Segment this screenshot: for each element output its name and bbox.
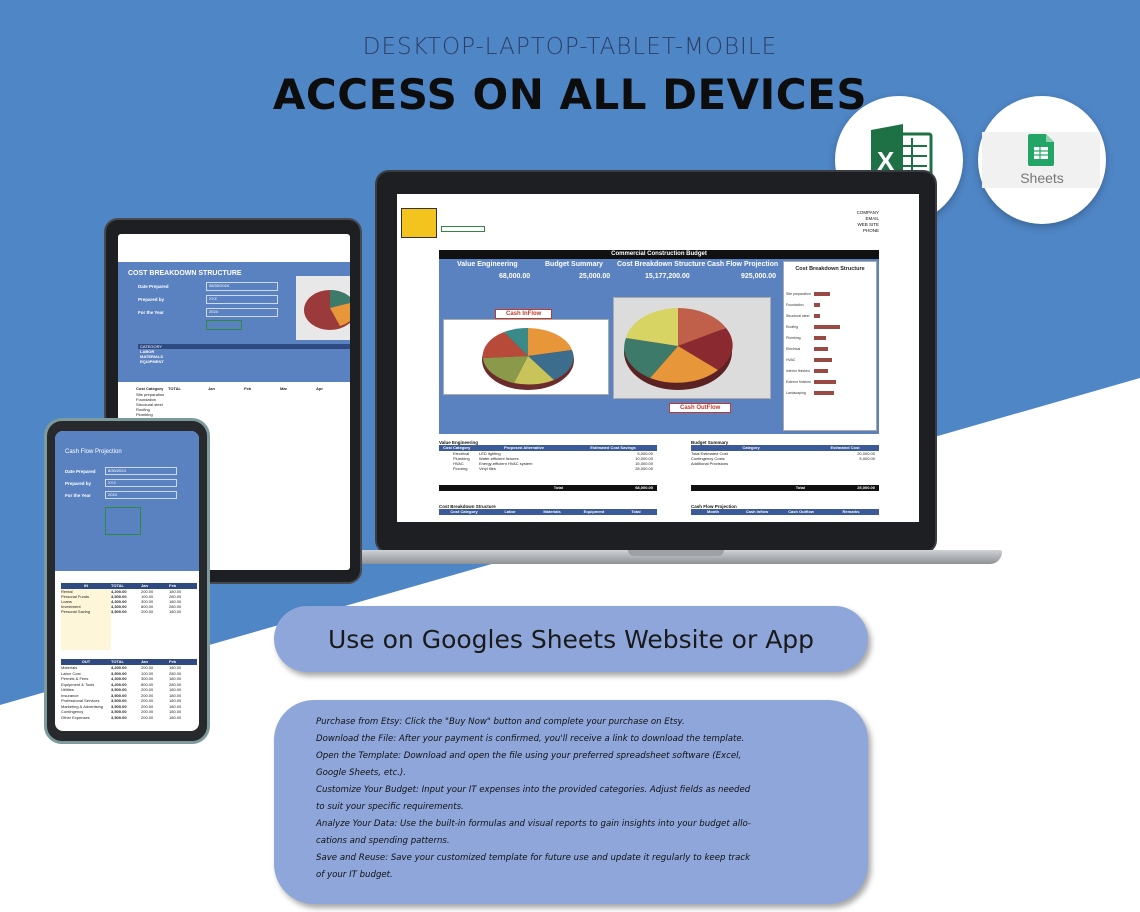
company-info: COMPANY EMAIL WEB SITE PHONE (856, 210, 879, 233)
cbs-table: Cost Breakdown Structure Cost Category L… (439, 504, 657, 515)
cash-inflow-label: Cash InFlow (495, 309, 553, 319)
tablet-pie (296, 276, 350, 340)
sheets-icon (1028, 134, 1054, 166)
phone-device: Cash Flow Projection Date Prepared 8/30/… (44, 418, 210, 744)
laptop-notch (628, 550, 724, 556)
cbs-bars: Site preparation Foundation Structural s… (786, 288, 876, 398)
excel-letter: X (877, 146, 895, 176)
value-engineering-table: Value Engineering Cost Category Proposed… (439, 440, 657, 491)
step-line: Customize Your Budget: Input your IT exp… (316, 785, 751, 795)
step-line: to suit your specific requirements. (316, 802, 464, 812)
step-line: Download the File: After your payment is… (316, 734, 745, 744)
phone-spreadsheet: Cash Flow Projection Date Prepared 8/30/… (55, 431, 199, 731)
step-line: Save and Reuse: Save your customized tem… (316, 853, 751, 863)
tablet-title: COST BREAKDOWN STRUCTURE (128, 270, 242, 277)
budget-summary-table: Budget Summary Category Estimated Cost T… (691, 440, 879, 491)
cash-outflow-pie (624, 308, 733, 390)
google-sheets-banner: Use on Googles Sheets Website or App (274, 606, 868, 672)
instructions-box: Purchase from Etsy: Click the "Buy Now" … (274, 700, 868, 904)
dashboard-panel: Value Engineering 68,000.00 Budget Summa… (439, 259, 879, 434)
step-line: cations and spending patterns. (316, 836, 450, 846)
step-line: Open the Template: Download and open the… (316, 751, 742, 761)
summary-row: Value Engineering 68,000.00 Budget Summa… (457, 261, 779, 280)
laptop-device: COMPANY EMAIL WEB SITE PHONE Commercial … (375, 170, 937, 554)
devices-subtitle: DESKTOP-LAPTOP-TABLET-MOBILE (362, 34, 778, 60)
tablet-data-table: Cost Category TOTAL Jan Feb Mar Apr Site… (136, 386, 323, 417)
logo-input-box (441, 226, 485, 232)
step-line: Analyze Your Data: Use the built-in form… (316, 819, 751, 829)
step-line: of your IT budget. (316, 870, 393, 880)
cash-inflow-pie (482, 327, 574, 390)
page-title: ACCESS ON ALL DEVICES (272, 70, 868, 119)
cbs-bar-chart: Cost Breakdown Structure Site preparatio… (783, 261, 877, 431)
cash-inflow-chart (443, 319, 609, 395)
phone-header-panel: Cash Flow Projection Date Prepared 8/30/… (55, 431, 199, 571)
phone-title: Cash Flow Projection (65, 449, 122, 455)
sheet-title: Commercial Construction Budget (439, 250, 879, 259)
sheets-badge: Sheets (978, 96, 1106, 224)
step-line: Purchase from Etsy: Click the "Buy Now" … (316, 717, 685, 727)
cash-outflow-chart (613, 297, 771, 399)
banner-text: Use on Googles Sheets Website or App (327, 624, 815, 654)
sheets-label: Sheets (1020, 170, 1064, 186)
laptop-base (352, 550, 1002, 564)
company-logo (401, 208, 437, 238)
tablet-category-table: CATEGORY LABOR MATERIALS EQUIPMENT (138, 344, 350, 364)
cfp-table: Cash Flow Projection Month Cash Inflow C… (691, 504, 879, 515)
step-line: Google Sheets, etc.). (316, 768, 407, 778)
tablet-header-panel: COST BREAKDOWN STRUCTURE Date Prepared 0… (118, 262, 350, 382)
laptop-spreadsheet: COMPANY EMAIL WEB SITE PHONE Commercial … (397, 194, 919, 522)
cbs-chart-title: Cost Breakdown Structure (795, 266, 865, 272)
cash-outflow-label: Cash OutFlow (669, 403, 732, 413)
